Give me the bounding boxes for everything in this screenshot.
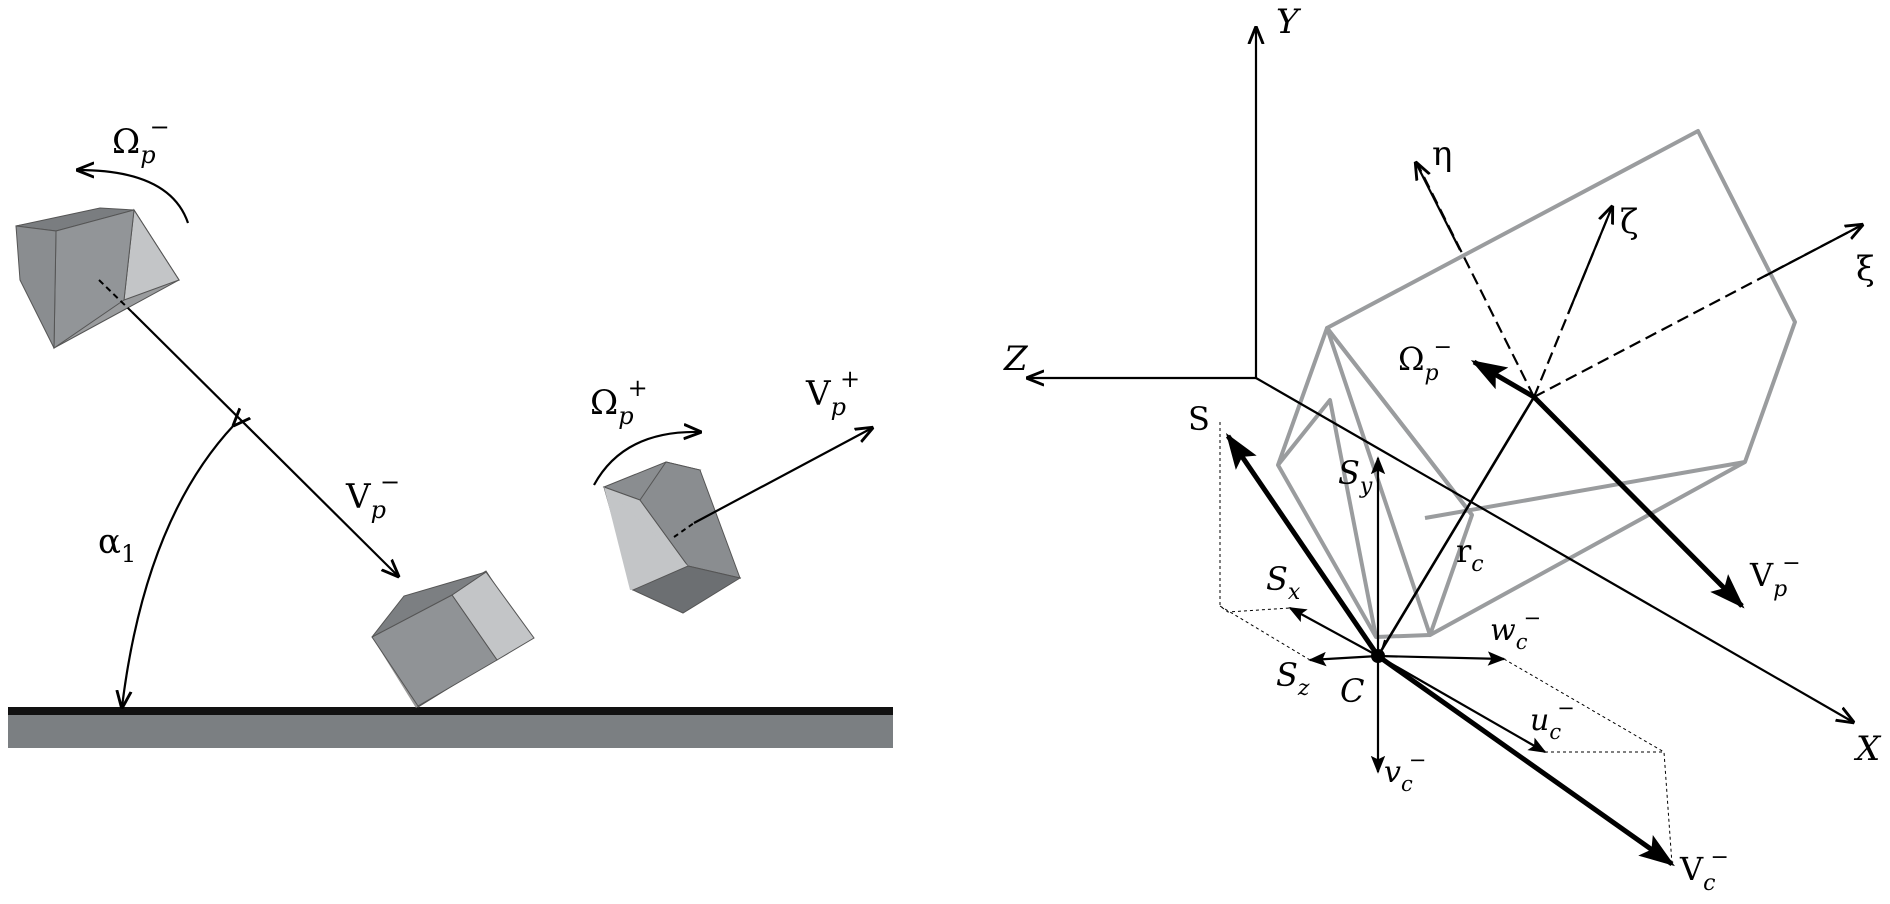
eta-label: η (1432, 134, 1452, 174)
sx-label: Sx (1266, 560, 1301, 605)
sz-label: Sz (1276, 656, 1310, 701)
velocity-after-label: Vp+ (805, 365, 860, 421)
zeta-label: ζ (1620, 202, 1638, 242)
velocity-before-arrow (131, 311, 398, 576)
angle-label: α1 (98, 522, 136, 568)
angle-arc (122, 425, 234, 707)
x-axis (1255, 377, 1853, 722)
s-label: S (1188, 400, 1210, 438)
rc-label: rc (1456, 532, 1484, 577)
right-panel: Y Z X η ζ ξ Ωp− Vp− rc S Sy Sx Sz C wc− … (1003, 2, 1882, 896)
vp-arrow (1532, 395, 1745, 609)
cube-incoming (15, 207, 181, 350)
cube-rebound (602, 461, 742, 614)
rotation-before-arrow (78, 170, 190, 224)
wc-arrow (1377, 651, 1506, 666)
prism-body (1276, 129, 1797, 639)
cube-impact (371, 570, 535, 708)
omega-after-label: Ωp+ (590, 374, 648, 430)
projection-lines (1219, 422, 1673, 865)
xi-label: ξ (1856, 249, 1875, 289)
vc-small-label: vc− (1384, 748, 1426, 796)
ground-surface (8, 707, 893, 748)
x-axis-label: X (1853, 729, 1882, 769)
sx-arrow (1288, 607, 1379, 657)
uc-arrow (1377, 655, 1547, 753)
z-axis-label: Z (1003, 339, 1029, 379)
c-label: C (1340, 672, 1364, 710)
omega-before-label: Ωp− (112, 113, 170, 169)
left-panel: Ωp− Ωp+ Vp− Vp+ α1 (8, 113, 893, 748)
y-axis-label: Y (1276, 2, 1302, 42)
omega-p-arrow (1470, 359, 1536, 400)
velocity-before-label: Vp− (345, 468, 400, 524)
Vc-arrow (1376, 653, 1675, 867)
rc-vector (1376, 396, 1536, 657)
sz-arrow (1308, 651, 1379, 667)
vp-label: Vp− (1749, 551, 1801, 602)
uc-label: uc− (1530, 696, 1575, 744)
wc-label: wc− (1490, 606, 1541, 654)
s-vector (1225, 433, 1381, 658)
sy-label: Sy (1338, 454, 1373, 499)
Vc-label: Vc− (1679, 845, 1729, 896)
rotation-after-arrow (593, 432, 700, 486)
velocity-after-arrow (693, 428, 872, 524)
omega-p-label: Ωp− (1398, 335, 1452, 386)
point-c (1371, 649, 1385, 663)
